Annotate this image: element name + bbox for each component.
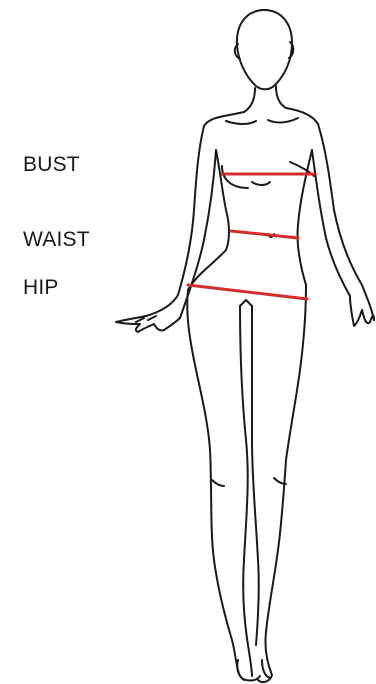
left-hand [116, 316, 180, 332]
inner-leg-right [252, 306, 259, 645]
left-arm-outer [146, 126, 204, 316]
inner-leg-left [240, 306, 252, 676]
right-arm-inner [312, 150, 350, 296]
head-outline [237, 10, 292, 89]
neck-left [244, 88, 255, 112]
right-hand [350, 296, 374, 326]
waist-measure-line [231, 231, 298, 238]
torso-right [297, 150, 312, 285]
neck-right [276, 86, 286, 108]
left-arm-inner [180, 150, 216, 318]
bust-left [222, 166, 248, 188]
hip-measure-line [188, 285, 307, 299]
